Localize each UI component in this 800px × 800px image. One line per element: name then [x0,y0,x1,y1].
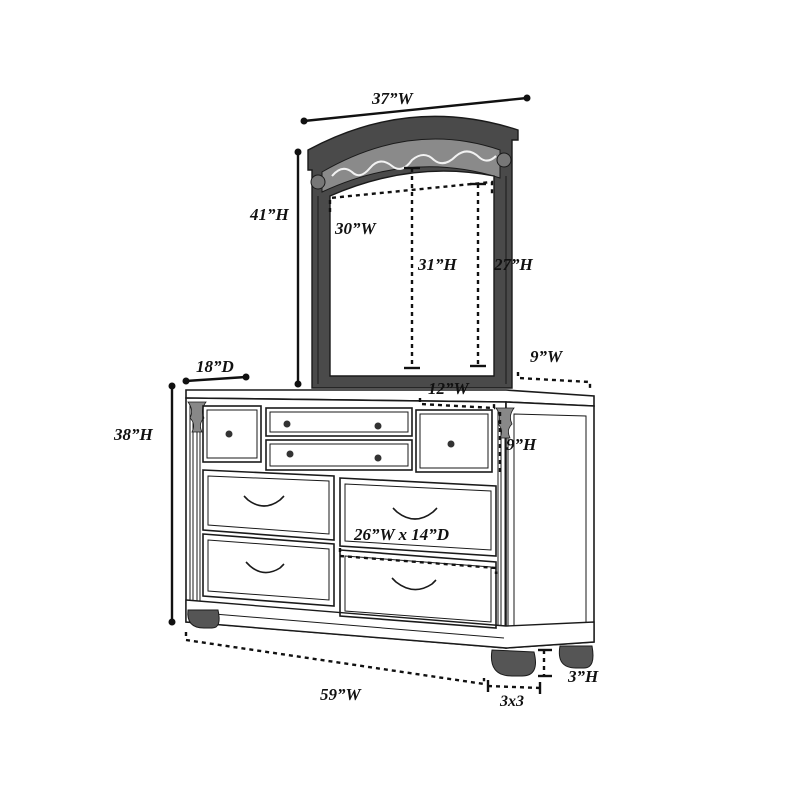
mirror-overall-width-label: 37”W [371,89,415,108]
mirror-overall-height-label: 41”H [249,205,290,224]
dresser-base-plinth [185,599,595,649]
mirror-crown-scrollwork [331,150,497,177]
dimension-labels: 37”W 41”H 30”W 31”H 27”H 18”D 38”H 9”W 1… [113,89,599,710]
drawer-bail-pull [391,577,437,591]
dresser-height-label: 38”H [113,425,154,444]
mirror-side-height-label: 27”H [493,255,534,274]
dresser-side-depth-label: 9”W [530,347,564,366]
dresser [185,389,595,677]
bottom-right-drawer [339,549,497,629]
dresser-depth-label: 18”D [196,357,234,376]
foot-size-label: 3x3 [499,693,524,710]
mirror-center-height-label: 31”H [417,255,458,274]
drawer-knob [374,422,382,430]
drawer-size-label: 26”W x 14”D [353,525,449,544]
top-center-drawer-lower [265,439,413,471]
top-drawer-height-label: 9”H [506,435,537,454]
drawer-knob [225,430,233,438]
bottom-left-drawer [202,533,335,607]
mirror-rosette-left [310,174,326,190]
top-left-drawer [202,405,262,463]
drawer-bail-pull [243,495,285,507]
top-right-drawer [415,409,493,473]
mirror-crown-carving [321,138,501,193]
foot-height-label: 3”H [567,667,599,686]
drawer-knob [283,420,291,428]
middle-left-drawer [202,469,335,541]
mirror-glass-width-label: 30”W [334,219,378,238]
top-drawer-width-label: 12”W [428,379,471,398]
drawer-bail-pull [392,507,438,520]
dimension-lines [168,94,592,694]
foot-front-left [187,609,220,629]
drawer-knob [447,440,455,448]
middle-right-drawer [339,477,497,557]
drawer-knob [374,454,382,462]
top-center-drawer-upper [265,407,413,437]
drawer-bail-pull [245,561,285,574]
mirror-rosette-right [496,152,512,168]
foot-front-right [490,649,536,677]
dresser-overall-width-label: 59”W [320,685,363,704]
drawer-knob [286,450,294,458]
foot-back-right [558,645,594,669]
